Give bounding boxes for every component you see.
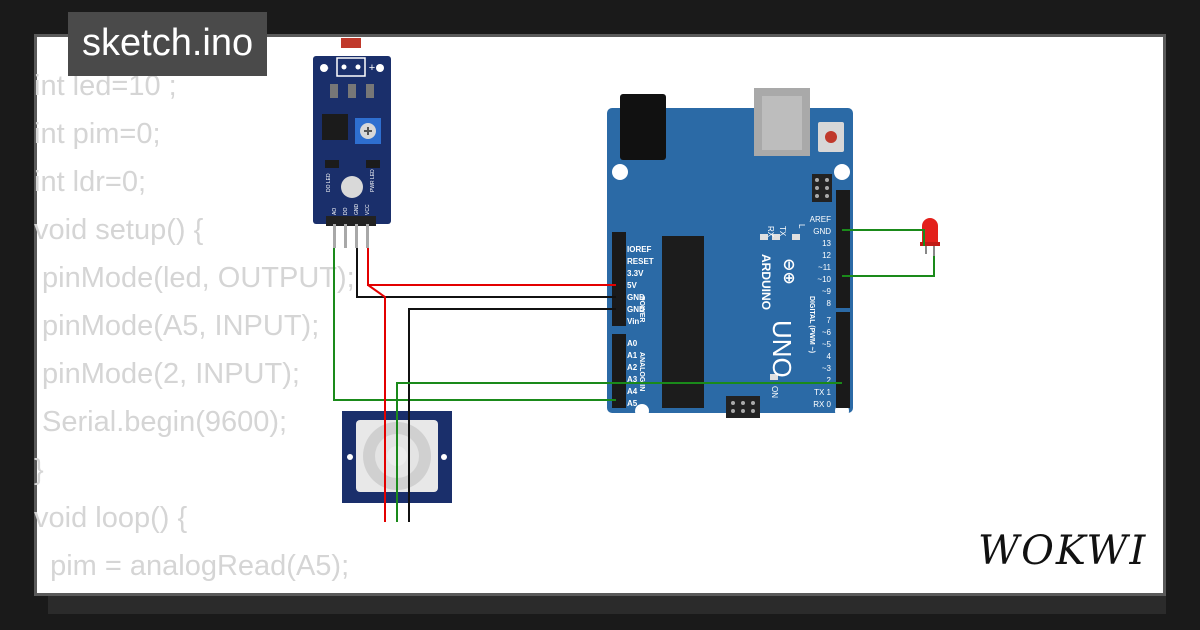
pin-label: AO xyxy=(332,208,338,215)
pin-label: ~11 xyxy=(818,263,832,272)
pin-label: 2 xyxy=(827,376,832,385)
wire-ldr-gnd[interactable] xyxy=(356,248,616,298)
power-header xyxy=(612,232,626,326)
led-body xyxy=(922,218,938,244)
pin-label: IOREF xyxy=(627,245,652,254)
pin-label: ~10 xyxy=(817,275,831,284)
code-line: Serial.begin(9600); xyxy=(34,406,288,438)
pin-label: Vin xyxy=(627,317,639,326)
l-led-label: L xyxy=(797,224,806,229)
code-line: void setup() { xyxy=(34,214,204,246)
pin-label: 5V xyxy=(627,281,637,290)
pin-label: GND xyxy=(813,227,831,236)
pin-label: ~6 xyxy=(822,328,832,337)
analog-header-label: ANALOG IN xyxy=(638,352,645,391)
ldr-sensor-module[interactable]: - + DO LED PWR LED AO DO GND VCC xyxy=(313,38,391,248)
arduino-brand: ARDUINO xyxy=(759,254,773,310)
wire-pir-out[interactable] xyxy=(396,382,842,522)
power-header-label: POWER xyxy=(638,296,645,322)
pin-label: 12 xyxy=(822,251,831,260)
pin-label: A5 xyxy=(627,399,638,408)
indicator-led xyxy=(341,176,363,198)
wokwi-logo-text: WOKWI xyxy=(978,528,1147,574)
digital-header-label: DIGITAL (PWM ~) xyxy=(808,296,815,353)
wire-ldr-ao[interactable] xyxy=(333,248,616,401)
on-led-label: ON xyxy=(770,386,779,398)
arduino-uno-board[interactable]: RX TX L ON ARDUINO UNO ⊖⊕ POWER ANALOG I… xyxy=(607,88,853,418)
pin-label: A2 xyxy=(627,363,638,372)
do-led-label: DO LED xyxy=(326,173,332,192)
plus-mark: + xyxy=(369,62,375,74)
pin-label: A4 xyxy=(627,387,638,396)
sketch-title: sketch.ino xyxy=(68,12,268,76)
wire-pir-gnd[interactable] xyxy=(408,308,616,522)
wire-ldr-vcc[interactable] xyxy=(367,248,616,286)
code-line: pim = analogRead(A5); xyxy=(34,550,350,582)
pin-label: A0 xyxy=(627,339,638,348)
wokwi-logo: WOKWI xyxy=(978,528,1147,574)
arduino-logo-icon: ⊖⊕ xyxy=(780,258,797,285)
atmega-chip xyxy=(662,236,704,408)
code-line: pinMode(2, INPUT); xyxy=(34,358,300,390)
pin-label: A1 xyxy=(627,351,638,360)
pin-label: DO xyxy=(343,207,349,215)
pwr-led-label: PWR LED xyxy=(370,169,376,192)
pin-label: A3 xyxy=(627,375,638,384)
pin-label: GND xyxy=(354,204,360,216)
uno-label: UNO xyxy=(767,320,797,378)
pin-label: TX 1 xyxy=(814,388,831,397)
tx-label: TX xyxy=(778,226,787,237)
card-shadow xyxy=(48,596,1166,614)
pin-label: RESET xyxy=(627,257,654,266)
wire-led-gnd[interactable] xyxy=(842,229,925,246)
wire-led-d10[interactable] xyxy=(842,256,935,277)
rx-label: RX xyxy=(766,226,775,238)
analog-header xyxy=(612,334,626,408)
project-card xyxy=(34,34,1166,596)
pin-label: 8 xyxy=(827,299,832,308)
pin-label: ~5 xyxy=(822,340,832,349)
pin-label: AREF xyxy=(810,215,831,224)
pin-label: ~9 xyxy=(822,287,832,296)
digital-header-lower xyxy=(836,312,850,408)
pin-label: GND xyxy=(627,293,645,302)
wires xyxy=(333,229,935,522)
pin-label: VCC xyxy=(365,204,371,215)
comparator-chip xyxy=(322,114,348,140)
pin-label: ~3 xyxy=(822,364,832,373)
code-line: void loop() { xyxy=(34,502,188,534)
code-line: pinMode(led, OUTPUT); xyxy=(34,262,355,294)
power-jack xyxy=(620,94,666,160)
pin-label: 3.3V xyxy=(627,269,644,278)
code-line: int ldr=0; xyxy=(34,166,147,198)
pin-label: 13 xyxy=(822,239,831,248)
digital-header-upper xyxy=(836,190,850,308)
pin-label: 4 xyxy=(827,352,832,361)
pin-label: GND xyxy=(627,305,645,314)
code-line: pinMode(A5, INPUT); xyxy=(34,310,320,342)
minus-mark: - xyxy=(325,62,329,74)
code-line: } xyxy=(34,454,44,486)
pin-label: RX 0 xyxy=(813,400,831,409)
wire-pir-vcc[interactable] xyxy=(367,284,386,522)
photoresistor-icon xyxy=(341,38,361,48)
pin-label: 7 xyxy=(827,316,832,325)
code-line: int pim=0; xyxy=(34,118,161,150)
